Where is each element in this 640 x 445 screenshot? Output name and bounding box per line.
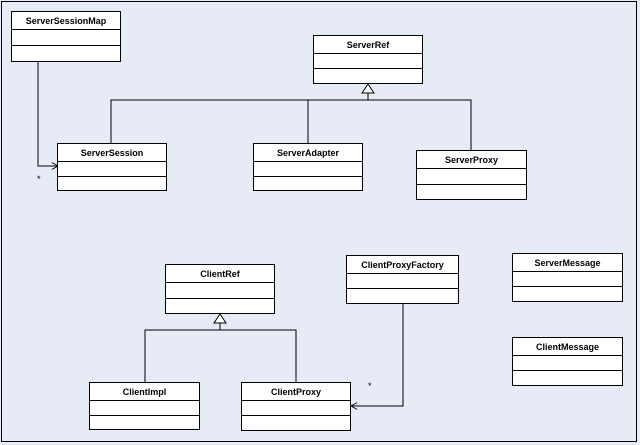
class-server-ref[interactable]: ServerRef <box>313 35 423 84</box>
generalization-arrowhead-client-ref <box>213 313 227 324</box>
class-server-message[interactable]: ServerMessage <box>512 253 623 302</box>
class-server-proxy[interactable]: ServerProxy <box>416 150 527 200</box>
class-client-proxy-factory[interactable]: ClientProxyFactory <box>346 255 459 304</box>
generalization-line-server-session <box>110 99 368 143</box>
operations-compartment <box>254 177 362 191</box>
attributes-compartment <box>242 401 350 416</box>
attributes-compartment <box>417 169 526 185</box>
association-line-proxy-factory <box>351 304 404 406</box>
operations-compartment <box>513 287 622 301</box>
class-name: ServerAdapter <box>254 144 362 162</box>
attributes-compartment <box>166 283 274 299</box>
class-name: ServerRef <box>314 36 422 54</box>
operations-compartment <box>513 371 622 385</box>
attributes-compartment <box>513 356 622 371</box>
class-client-proxy[interactable]: ClientProxy <box>241 382 351 431</box>
attributes-compartment <box>314 54 422 69</box>
attributes-compartment <box>513 272 622 287</box>
operations-compartment <box>58 177 166 191</box>
generalization-line-client-impl <box>144 329 297 382</box>
multiplicity-client-proxy: * <box>368 381 372 391</box>
operations-compartment <box>417 185 526 200</box>
class-name: ServerProxy <box>417 151 526 169</box>
class-name: ClientRef <box>166 265 274 283</box>
operations-compartment <box>314 69 422 83</box>
class-name: ClientProxyFactory <box>347 256 458 274</box>
generalization-arrowhead-server-ref <box>361 83 375 94</box>
operations-compartment <box>166 299 274 314</box>
attributes-compartment <box>254 162 362 177</box>
operations-compartment <box>12 46 120 61</box>
class-client-message[interactable]: ClientMessage <box>512 337 623 386</box>
association-line-session-map <box>37 62 58 166</box>
generalization-line-server-proxy <box>368 99 472 150</box>
class-name: ServerSessionMap <box>12 12 120 30</box>
attributes-compartment <box>12 30 120 46</box>
class-name: ClientProxy <box>242 383 350 401</box>
class-client-ref[interactable]: ClientRef <box>165 264 275 314</box>
operations-compartment <box>347 289 458 303</box>
class-name: ServerMessage <box>513 254 622 272</box>
class-server-session[interactable]: ServerSession <box>57 143 167 191</box>
attributes-compartment <box>90 401 199 416</box>
class-name: ClientMessage <box>513 338 622 356</box>
class-server-adapter[interactable]: ServerAdapter <box>253 143 363 191</box>
operations-compartment <box>242 416 350 430</box>
class-server-session-map[interactable]: ServerSessionMap <box>11 11 121 62</box>
attributes-compartment <box>347 274 458 289</box>
class-client-impl[interactable]: ClientImpl <box>89 382 200 430</box>
class-name: ClientImpl <box>90 383 199 401</box>
operations-compartment <box>90 416 199 430</box>
multiplicity-server-session: * <box>37 174 41 184</box>
attributes-compartment <box>58 162 166 177</box>
class-name: ServerSession <box>58 144 166 162</box>
